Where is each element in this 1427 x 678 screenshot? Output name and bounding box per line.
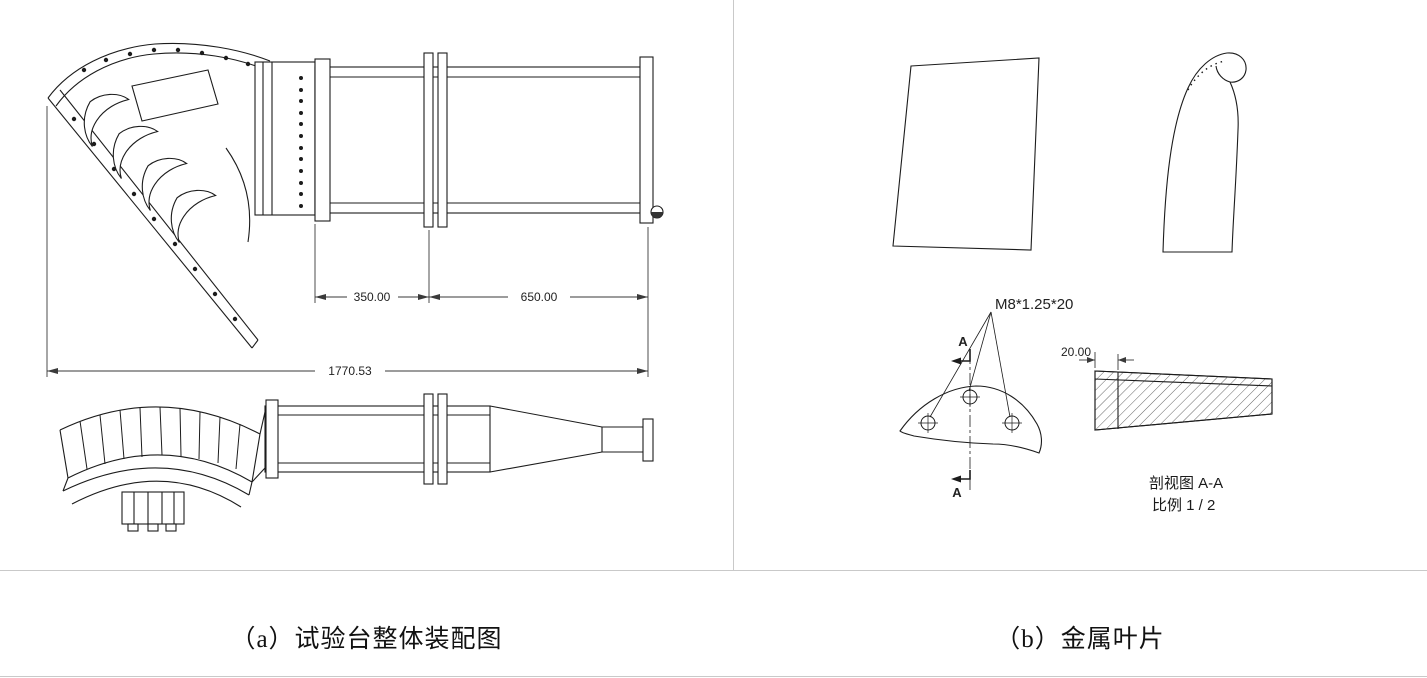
thread-callout-label: M8*1.25*20 [995,296,1073,313]
connector-bolt-column [299,76,303,208]
dimension-1770: 1770.53 [47,364,648,378]
metal-blade-drawing: M8*1.25*20 20.00 A A 剖视图 A-A 比例 1 / 2 [892,52,1273,514]
cascade-front-view [59,406,266,532]
caption-a: （a）试验台整体装配图 [230,626,503,653]
dimension-annotations: 350.00 650.00 1770.53 [46,106,649,378]
duct-top-view [314,52,664,228]
blade-iso-view [1162,52,1247,253]
blade-plan-view [892,57,1040,251]
test-rig-assembly-drawing: 350.00 650.00 1770.53 [46,42,664,532]
transition-connector [254,61,316,216]
duct2-flange-mid-1 [423,393,434,485]
dim-1770-label: 1770.53 [328,364,372,378]
duct-flange-right [639,56,654,224]
cascade-sector [47,42,271,349]
duct-bottom-view [264,393,654,485]
assembly-top-view [47,42,664,349]
hub-box [121,491,185,532]
duct-flange-mid-1 [423,52,434,228]
cascade-edge-bolt-holes [71,116,238,322]
thread-callout-leaders [929,311,1011,418]
dim-650-label: 650.00 [521,290,558,304]
dim-20-label: 20.00 [1061,345,1091,359]
section-view-a-a [1094,370,1273,431]
dimension-350: 350.00 [315,290,429,304]
duct2-flange-mid-2 [437,393,448,485]
section-cut-markers [951,349,971,483]
nozzle-cone [489,405,654,473]
vertical-divider [733,0,734,571]
section-marker-bottom-label: A [952,485,962,500]
assembly-bottom-view [59,393,654,532]
duct-flange-left [314,58,331,222]
duct-flange-mid-2 [437,52,448,228]
caption-b: （b）金属叶片 [995,626,1165,653]
duct2-flange-left [265,399,279,479]
section-marker-top-label: A [958,334,968,349]
cascade-cover-plate [131,69,219,122]
dimension-20 [1079,352,1134,370]
cascade-front-blades [79,406,241,470]
caption-top-rule [0,570,1427,571]
section-view-title: 剖视图 A-A [1149,475,1223,492]
blade-root-view [899,311,1042,490]
nozzle-end-flange [642,418,654,462]
scale-note: 比例 1 / 2 [1152,497,1215,514]
dimension-650: 650.00 [429,290,648,304]
caption-cell-right: （b）金属叶片 [733,598,1427,676]
dim-350-label: 350.00 [354,290,391,304]
bottom-rule [0,676,1427,677]
cascade-top-bolt-holes [81,47,251,73]
caption-cell-left: （a）试验台整体装配图 [0,598,733,676]
